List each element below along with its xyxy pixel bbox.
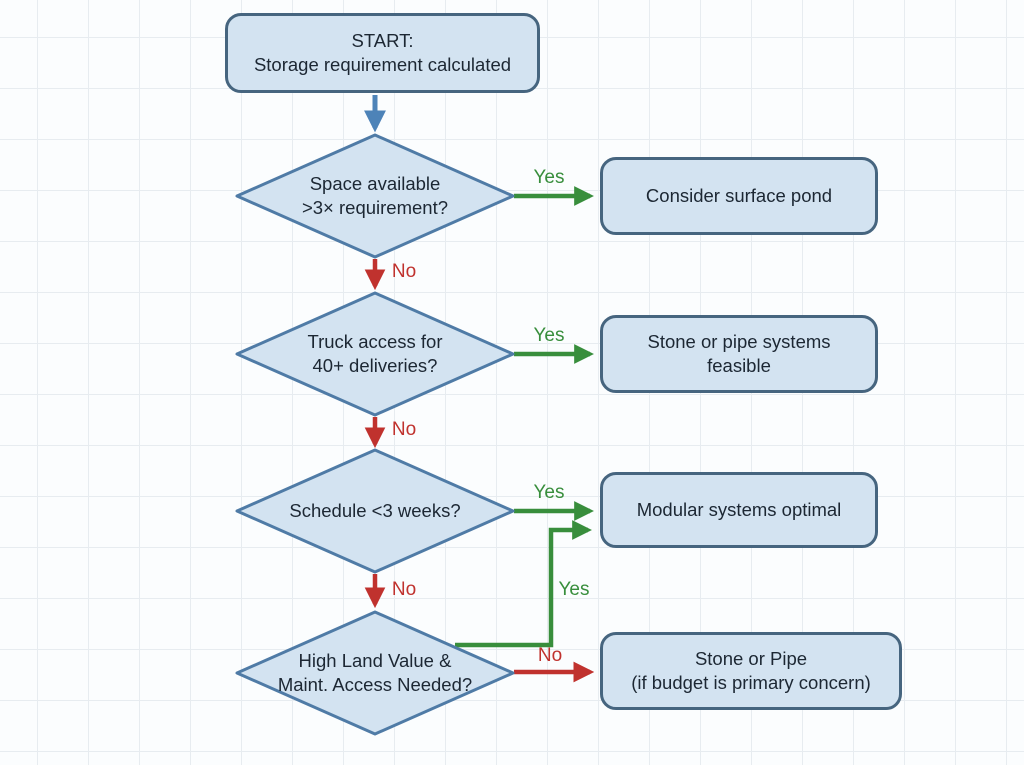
edge-label-no-4: No: [537, 645, 563, 666]
decision-diamond-space-available: [235, 133, 515, 259]
outcome-surface-pond: Consider surface pond: [600, 157, 878, 235]
outcome2-line1: Stone or pipe systems: [647, 331, 831, 352]
decision-diamond-land-value: [235, 610, 515, 736]
decision-diamond-truck-access: [235, 291, 515, 417]
edge-label-yes-2: Yes: [533, 325, 565, 346]
outcome3-line1: Modular systems optimal: [636, 499, 842, 520]
edge-label-no-2: No: [391, 419, 417, 440]
start-node: START: Storage requirement calculated: [225, 13, 540, 93]
outcome-stone-pipe-budget: Stone or Pipe (if budget is primary conc…: [600, 632, 902, 710]
edge-yes-decision4-to-modular: [455, 520, 592, 648]
start-node-line2: Storage requirement calculated: [253, 54, 512, 75]
edge-label-no-3: No: [391, 579, 417, 600]
outcome-modular-optimal: Modular systems optimal: [600, 472, 878, 548]
outcome-stone-pipe-feasible: Stone or pipe systems feasible: [600, 315, 878, 393]
decision-diamond-schedule: [235, 448, 515, 574]
edge-label-yes-3: Yes: [533, 482, 565, 503]
edge-label-yes-4: Yes: [558, 579, 590, 600]
outcome4-line1: Stone or Pipe: [694, 648, 808, 669]
outcome4-line2: (if budget is primary concern): [631, 672, 871, 693]
edge-label-no-1: No: [391, 261, 417, 282]
outcome1-line1: Consider surface pond: [645, 185, 833, 206]
outcome2-line2: feasible: [707, 355, 771, 376]
edge-label-yes-1: Yes: [533, 167, 565, 188]
start-node-line1: START:: [351, 30, 414, 51]
